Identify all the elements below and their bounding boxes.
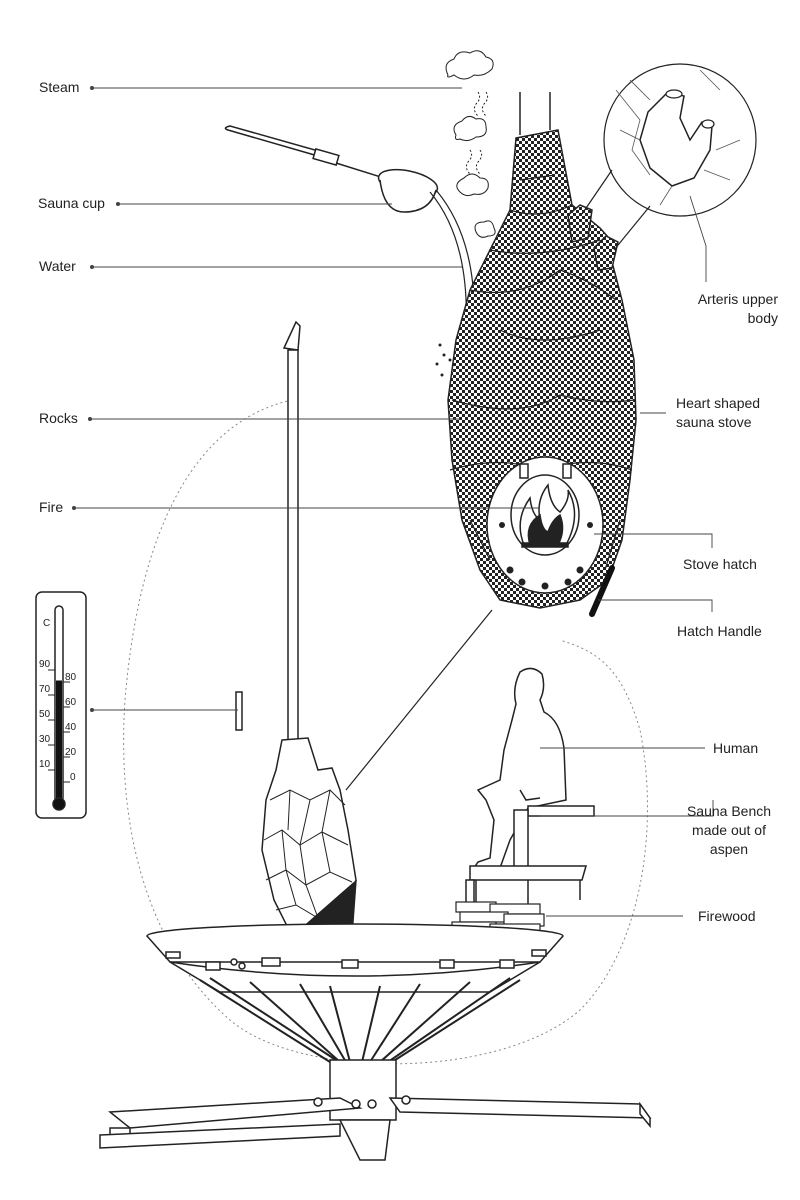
label-water: Water — [39, 258, 76, 274]
thermometer-right-tick: 80 — [65, 672, 77, 683]
sauna-enclosure-outline — [123, 399, 648, 1065]
thermometer-right-tick: 0 — [70, 772, 76, 783]
label-human: Human — [713, 740, 759, 756]
base-stand — [99, 1059, 652, 1161]
fire-icon — [519, 483, 576, 548]
thermometer-right-tick: 20 — [65, 747, 77, 758]
leader-lines — [71, 85, 714, 917]
label-stove-hatch: Stove hatch — [683, 556, 757, 572]
label-fire: Fire — [39, 499, 64, 515]
label-bench-line2: made out of — [692, 822, 766, 838]
label-bench-line1: Sauna Bench — [686, 803, 772, 819]
support-legs — [199, 977, 521, 1063]
platform — [146, 923, 564, 993]
label-stove-line2: sauna stove — [676, 414, 752, 430]
wall-thermometer — [235, 691, 243, 731]
central-pole — [282, 320, 301, 751]
rock-heart-stove — [261, 737, 357, 941]
thermometer-right-tick: 60 — [65, 697, 77, 708]
label-arteris-upper-body: Arteris upper body — [668, 290, 778, 328]
sauna-cup-icon — [224, 125, 439, 213]
thermometer-left-tick: 30 — [39, 734, 51, 745]
thermometer-mercury — [56, 680, 62, 802]
label-heart-shaped-stove: Heart shaped sauna stove — [676, 394, 760, 432]
thermometer-left-tick: 10 — [39, 759, 51, 770]
hatch-handle — [589, 565, 615, 617]
label-rocks: Rocks — [39, 410, 78, 426]
label-arteris-line2: body — [747, 310, 778, 326]
label-stove-line1: Heart shaped — [676, 395, 761, 411]
sauna-bench — [465, 805, 595, 912]
stove-connector-line — [345, 609, 493, 791]
label-bench-line3: aspen — [709, 841, 749, 857]
steam-icon — [445, 50, 496, 238]
thermometer-left-tick: 70 — [39, 684, 51, 695]
arteries-detail-circle — [581, 63, 757, 251]
label-hatch-handle: Hatch Handle — [677, 623, 762, 639]
thermometer-left-tick: 50 — [39, 709, 51, 720]
thermometer-unit: C — [43, 618, 50, 629]
water-splash-icon — [435, 343, 452, 377]
label-sauna-bench: Sauna Bench made out of aspen — [676, 802, 782, 859]
thermometer-left-tick: 90 — [39, 659, 51, 670]
thermometer-icon: C 90 70 50 30 10 80 60 40 20 0 — [35, 591, 87, 819]
label-arteris-line1: Arteris upper — [697, 291, 778, 307]
stove-chimney — [519, 92, 551, 135]
human-figure — [472, 667, 567, 873]
thermometer-right-tick: 40 — [65, 722, 77, 733]
label-steam: Steam — [39, 79, 80, 95]
label-firewood: Firewood — [698, 908, 756, 924]
label-sauna-cup: Sauna cup — [38, 195, 105, 211]
